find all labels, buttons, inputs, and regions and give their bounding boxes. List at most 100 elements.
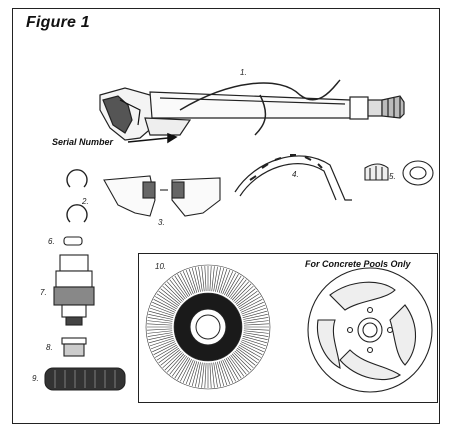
concrete-pools-box <box>138 253 438 403</box>
disc-fin <box>162 285 182 304</box>
part-1-cleaner-body <box>99 79 405 141</box>
disc-fin <box>222 359 234 383</box>
part-label-1: 1. <box>240 68 247 77</box>
disc-fin <box>156 346 178 361</box>
disc-fin <box>198 362 203 388</box>
disc-fin <box>148 334 173 340</box>
disc-fin <box>174 275 189 297</box>
disc-fin <box>225 274 239 296</box>
disc-fin <box>228 355 245 377</box>
disc-fin <box>162 350 182 369</box>
disc-fin <box>230 279 247 300</box>
part-5-cap-washer <box>364 160 434 186</box>
part-label-9: 9. <box>32 374 39 383</box>
serial-number-arrow <box>127 132 178 144</box>
disc-fin <box>149 337 174 347</box>
disc-fin <box>242 310 267 318</box>
disc-fin <box>152 301 176 313</box>
part-7-valve <box>53 254 95 326</box>
disc-fin <box>230 354 247 375</box>
disc-fin <box>240 301 264 313</box>
disc-fin <box>243 317 269 322</box>
disc-fin <box>239 344 261 358</box>
disc-fin <box>160 288 181 305</box>
disc-fin <box>150 304 175 315</box>
disc-fin <box>191 268 199 293</box>
part-6-ring <box>63 236 83 246</box>
disc-fin <box>155 296 177 310</box>
disc-fin <box>225 358 239 380</box>
disc-fin <box>164 352 183 371</box>
disc-fin <box>236 290 258 307</box>
part-label-5: 5. <box>389 172 396 181</box>
disc-fin <box>238 293 260 308</box>
disc-fin <box>156 293 178 308</box>
disc-fin <box>243 330 269 334</box>
disc-fin <box>242 337 267 347</box>
part-label-2: 2. <box>82 197 89 206</box>
disc-fin <box>148 314 173 320</box>
concrete-pool-disc <box>307 267 433 393</box>
disc-fin <box>243 323 269 326</box>
disc-fin <box>211 266 215 292</box>
disc-fin <box>242 336 267 344</box>
disc-fin <box>234 350 254 369</box>
disc-fin <box>213 362 218 388</box>
disc-fin <box>177 358 191 380</box>
disc-fin <box>198 266 203 292</box>
figure-frame <box>12 8 440 424</box>
serial-number-label: Serial Number <box>52 137 114 147</box>
disc-fin <box>238 346 260 361</box>
part-label-6: 6. <box>48 237 55 246</box>
disc-fin <box>217 361 225 386</box>
disc-fin <box>185 269 196 294</box>
disc-fin <box>180 358 192 382</box>
disc-fin <box>177 274 191 296</box>
disc-fin <box>236 347 258 364</box>
disc-fin <box>153 343 177 355</box>
part-2-clips <box>66 169 88 223</box>
disc-fin <box>241 304 266 315</box>
disc-fin <box>191 361 199 386</box>
disc-fin <box>166 281 185 301</box>
disc-fin <box>233 352 252 371</box>
part-label-4: 4. <box>292 170 299 179</box>
part-4-skirt <box>234 154 352 201</box>
disc-fin <box>185 360 196 385</box>
disc-fin <box>243 332 269 337</box>
disc-fin <box>233 283 252 302</box>
disc-fin <box>218 361 228 386</box>
disc-fin <box>147 330 173 334</box>
concrete-pools-note: For Concrete Pools Only <box>305 259 411 269</box>
disc-fin <box>166 353 185 373</box>
disc-fin <box>224 358 236 382</box>
disc-fin <box>155 344 177 358</box>
disc-fin <box>150 339 175 350</box>
disc-fin <box>217 268 225 293</box>
disc-fin <box>160 349 181 366</box>
disc-fin <box>158 290 180 307</box>
disc-fin <box>231 281 250 301</box>
part-label-3: 3. <box>158 218 165 227</box>
disc-fin <box>195 267 201 292</box>
disc-fin <box>149 310 174 318</box>
part-10-disc <box>145 264 271 390</box>
disc-fin <box>227 357 242 379</box>
disc-fin <box>215 267 221 292</box>
disc-fin <box>147 332 173 337</box>
disc-fin <box>242 307 267 317</box>
disc-fin <box>243 334 268 340</box>
disc-fin <box>235 349 256 366</box>
disc-fin <box>235 288 256 305</box>
disc-fin <box>147 320 173 324</box>
disc-fin <box>182 271 194 295</box>
part-8-fitting <box>61 337 87 357</box>
disc-fin <box>182 359 194 383</box>
disc-fin <box>204 266 207 292</box>
disc-fin <box>220 360 231 385</box>
figure-title: Figure 1 <box>26 14 90 31</box>
disc-fin <box>171 277 188 299</box>
disc-fin <box>231 353 250 373</box>
disc-fin <box>147 328 173 331</box>
